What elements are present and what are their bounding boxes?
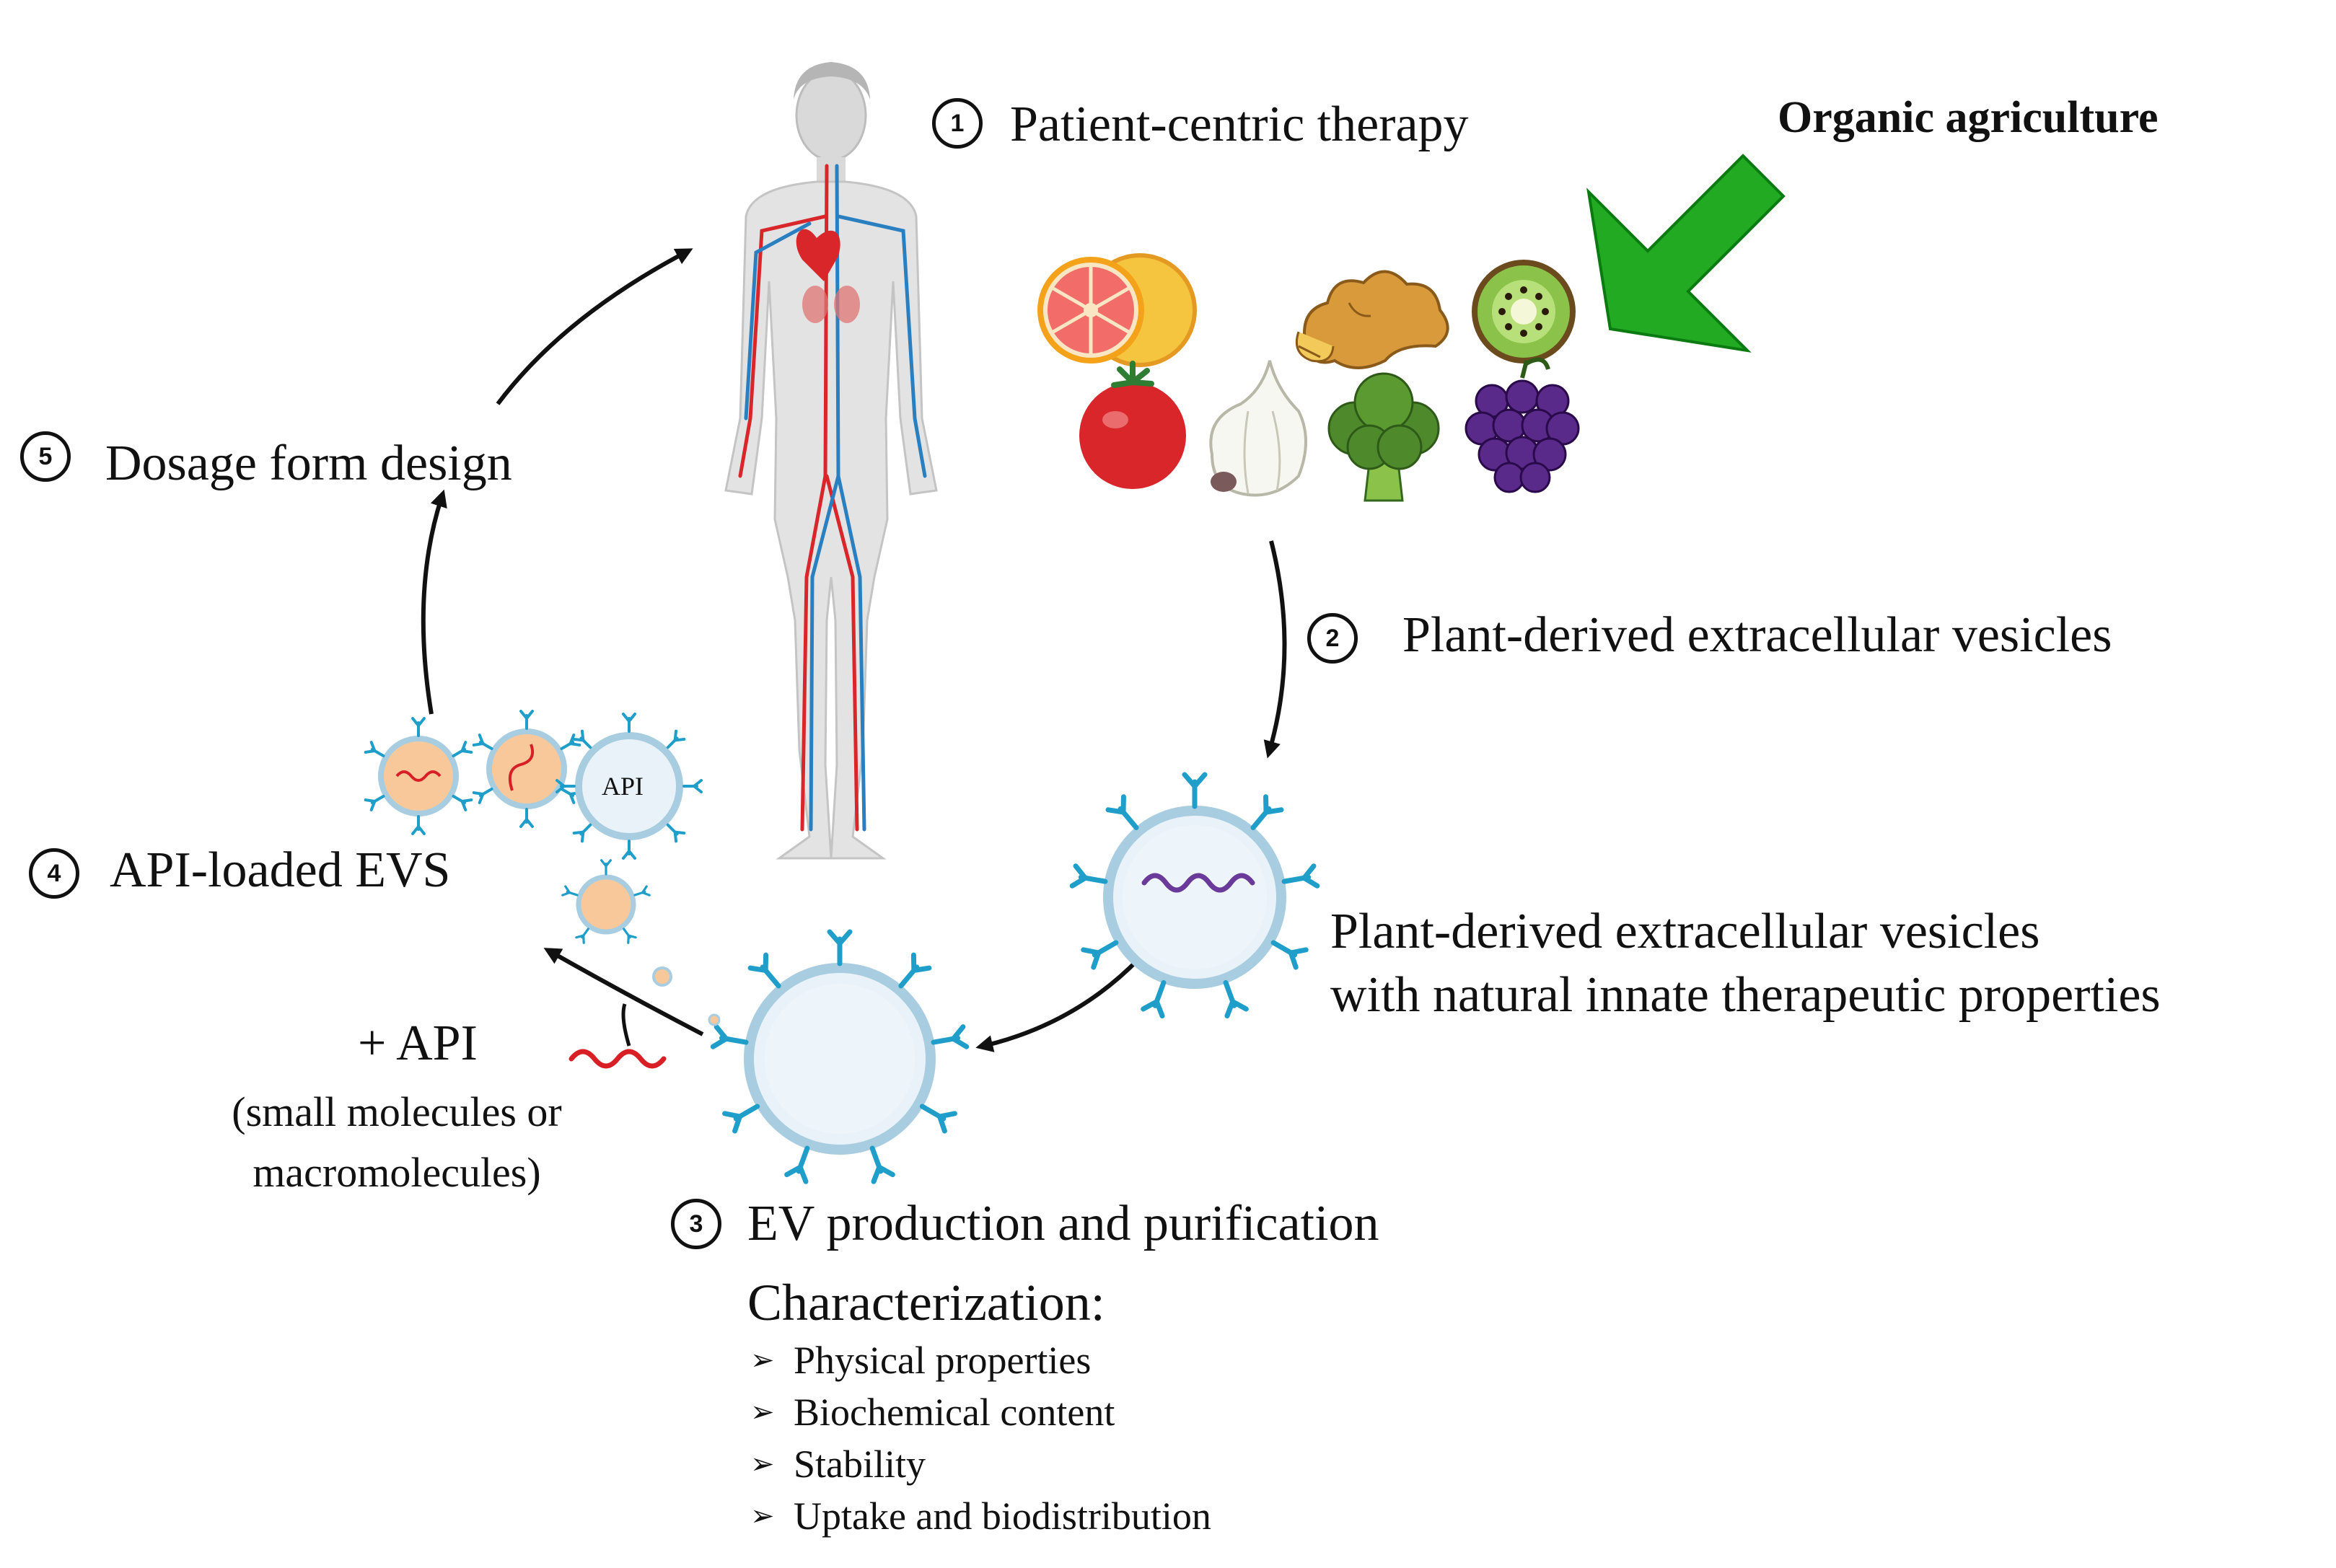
tiny-vesicle-icon	[652, 966, 721, 1026]
step-4-number: 4	[29, 848, 79, 899]
grapefruit-icon	[1037, 253, 1197, 367]
characterization-item: ➢Uptake and biodistribution	[750, 1490, 1211, 1542]
ev-description-line-1: Plant-derived extracellular vesicles	[1330, 904, 2040, 959]
characterization-item: ➢Physical properties	[750, 1334, 1211, 1386]
vesicle-api-label: API	[602, 772, 644, 801]
loaded-ev-2-icon	[472, 710, 581, 828]
step-2-label: Plant-derived extracellular vesicles	[1402, 607, 2112, 663]
ev-description: Plant-derived extracellular vesicles wit…	[1330, 900, 2161, 1027]
step-2-number: 2	[1307, 613, 1358, 664]
arrow-dosage-to-patient	[496, 248, 693, 405]
step-1-label: Patient-centric therapy	[1010, 97, 1469, 152]
step-5-number: 5	[20, 431, 71, 482]
step-3-label: EV production and purification	[747, 1196, 1379, 1251]
human-body-icon	[724, 62, 938, 860]
arrow-loaded-to-dosage	[421, 489, 447, 715]
organic-agriculture-arrow	[1586, 154, 1786, 353]
ev-description-line-2: with natural innate therapeutic properti…	[1330, 967, 2161, 1023]
step-3-number: 3	[671, 1199, 721, 1249]
plant-ev-vesicle-icon	[1072, 775, 1317, 1016]
arrowhead-bullet-icon: ➢	[750, 1344, 775, 1377]
tomato-icon	[1079, 361, 1186, 489]
step-5-label: Dosage form design	[105, 436, 512, 491]
ginger-icon	[1295, 270, 1449, 369]
api-description-line-1: (small molecules or	[232, 1088, 562, 1135]
arrowhead-bullet-icon: ➢	[750, 1396, 775, 1429]
loaded-ev-3-icon	[561, 859, 651, 944]
garlic-icon	[1209, 360, 1307, 497]
grapes-icon	[1465, 357, 1580, 493]
api-plus-label: + API	[358, 1016, 478, 1071]
arrow-produce-to-ev	[1263, 540, 1287, 759]
loaded-ev-api-icon	[556, 713, 703, 860]
production-ev-vesicle-icon	[713, 932, 967, 1181]
characterization-item: ➢Biochemical content	[750, 1386, 1211, 1438]
arrow-api-branch	[621, 1003, 631, 1047]
characterization-list: ➢Physical properties ➢Biochemical conten…	[750, 1334, 1211, 1542]
organic-agriculture-label: Organic agriculture	[1778, 93, 2159, 142]
cycle-arrows	[421, 248, 1287, 1052]
broccoli-icon	[1327, 372, 1440, 502]
loaded-ev-1-icon	[364, 717, 473, 835]
arrow-production-to-loaded	[543, 948, 704, 1036]
api-description: (small molecules or macromolecules)	[180, 1082, 613, 1203]
api-description-line-2: macromolecules)	[253, 1149, 541, 1196]
characterization-item: ➢Stability	[750, 1438, 1211, 1490]
step-1-number: 1	[932, 98, 983, 149]
arrow-ev-to-production	[975, 957, 1141, 1052]
arrowhead-bullet-icon: ➢	[750, 1499, 775, 1533]
kiwi-icon	[1472, 260, 1576, 364]
api-rna-strand-icon	[568, 1049, 667, 1069]
step-4-label: API-loaded EVS	[110, 842, 451, 898]
characterization-title: Characterization:	[747, 1274, 1105, 1331]
arrowhead-bullet-icon: ➢	[750, 1448, 775, 1481]
